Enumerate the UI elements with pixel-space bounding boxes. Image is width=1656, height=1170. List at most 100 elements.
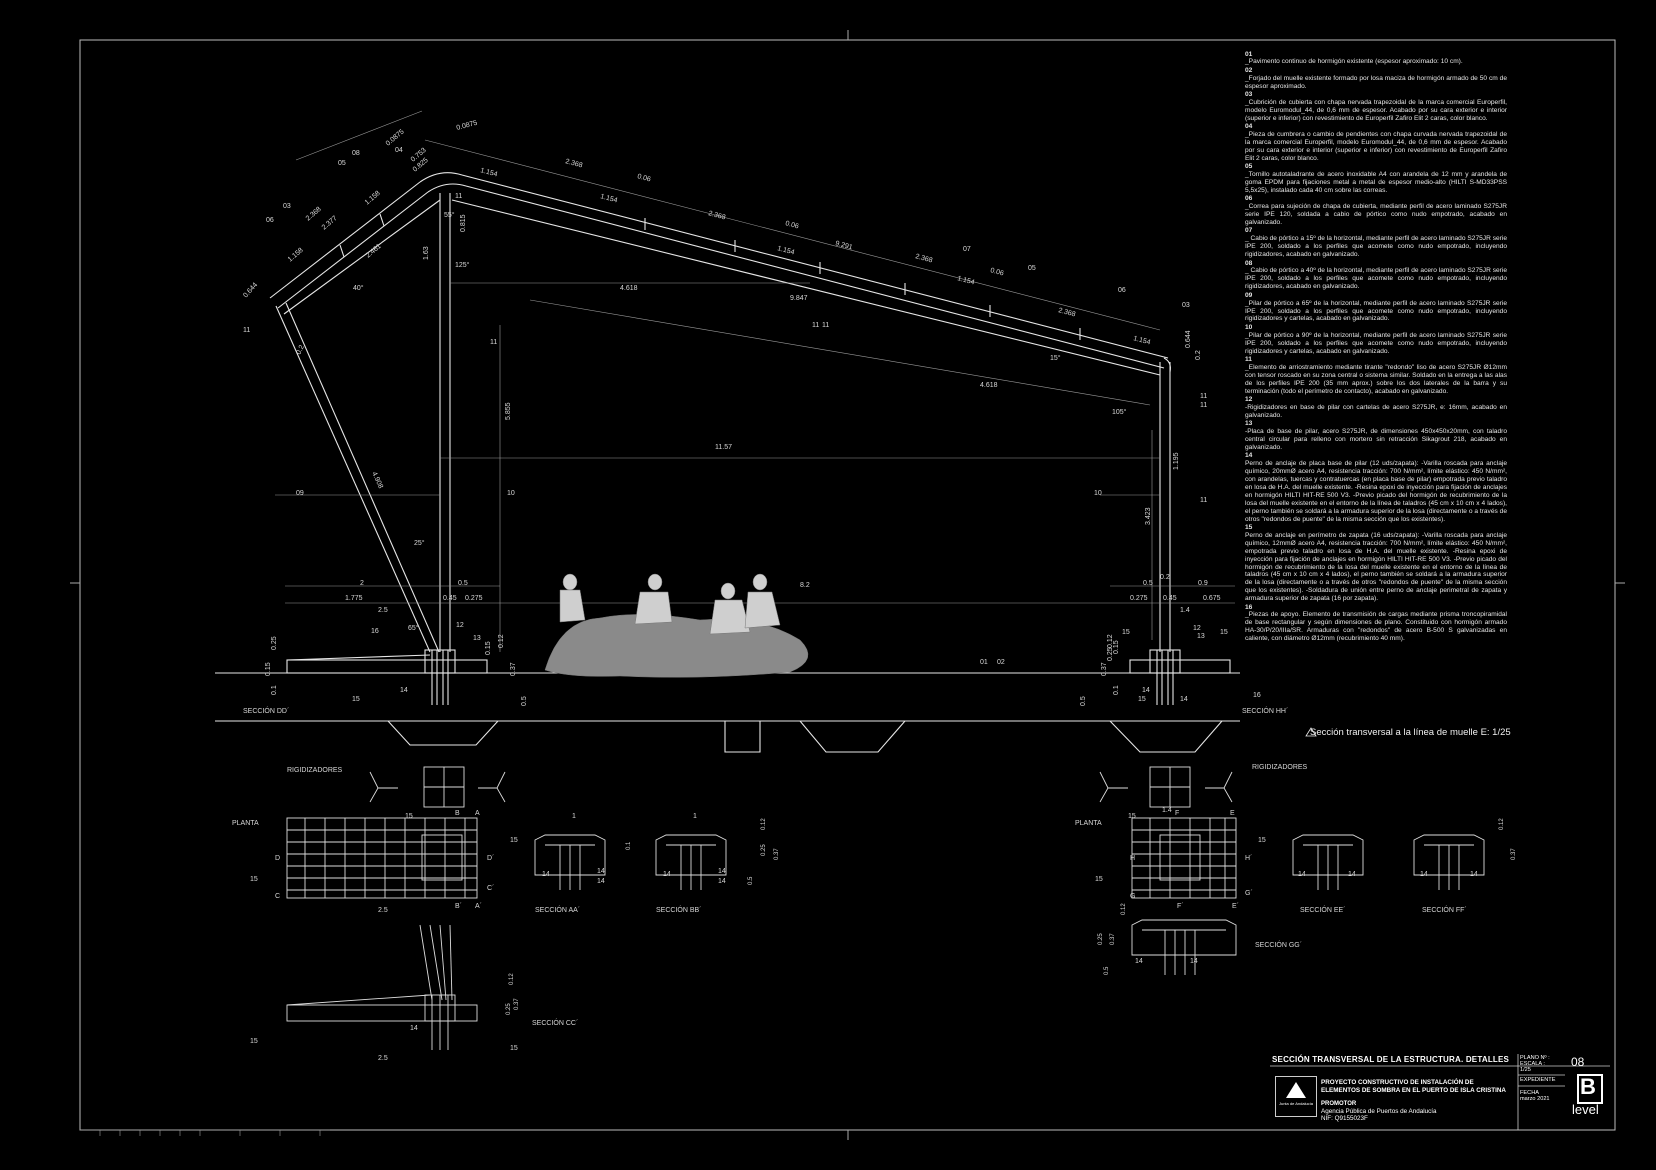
- note-number: 07: [1245, 227, 1253, 235]
- grid-letter: H: [1130, 855, 1135, 862]
- callout-number: 06: [1118, 287, 1126, 294]
- callout-number: 14: [718, 868, 726, 875]
- callout-number: 12: [456, 622, 464, 629]
- dimension-label: 1.4: [1180, 607, 1190, 614]
- dimension-label: 1.775: [345, 595, 363, 602]
- dimension-label: 0.06: [636, 173, 651, 183]
- callout-number: 14: [1190, 958, 1198, 965]
- note-text: _Tornillo autotaladrante de acero inoxid…: [1245, 171, 1507, 194]
- callout-number: 01: [980, 659, 988, 666]
- dimension-label: 0.5: [748, 876, 754, 885]
- callout-number: 06: [266, 217, 274, 224]
- grid-letter: A: [475, 810, 480, 817]
- dimension-label: 0.5: [1104, 966, 1110, 975]
- dimension-label: 0.37: [1101, 662, 1108, 676]
- angle-label: 65°: [408, 624, 419, 632]
- dimension-label: 0.0875: [385, 128, 406, 147]
- callout-number: 11: [1200, 497, 1207, 504]
- note-text: _Correa para sujeción de chapa de cubier…: [1245, 203, 1507, 227]
- callout-number: 11: [455, 193, 462, 200]
- plano-label: PLANO Nº :: [1520, 1055, 1550, 1061]
- callout-number: 11: [243, 327, 250, 334]
- dimension-label: 2.461: [365, 243, 383, 260]
- dimension-label: 2.5: [378, 607, 388, 614]
- grid-letter: C´: [487, 885, 494, 892]
- dimension-label: 1.158: [364, 190, 382, 207]
- dimension-label: 0.15: [1113, 640, 1120, 654]
- dimension-label: 1.154: [956, 275, 975, 286]
- dimension-label: 1: [693, 813, 697, 820]
- dimension-label: 0.275: [465, 595, 483, 602]
- angle-label: 25°: [414, 539, 425, 547]
- section-hh-label: SECCIÓN HH´: [1242, 706, 1288, 715]
- dimension-label: 0.5: [1143, 580, 1153, 587]
- note-text: Perno de anclaje en perímetro de zapata …: [1245, 531, 1507, 603]
- angle-label: 105°: [1112, 408, 1127, 416]
- rigidizadores-label: RIGIDIZADORES: [287, 767, 343, 774]
- note-number: 03: [1245, 91, 1253, 99]
- callout-number: 14: [1470, 871, 1478, 878]
- callout-number: 15: [250, 876, 258, 883]
- note-text: _ Cabio de pórtico a 40º de la horizonta…: [1245, 267, 1507, 291]
- expediente-label: EXPEDIENTE: [1520, 1077, 1556, 1083]
- dimension-label: 8.2: [800, 582, 810, 589]
- note-text: _Elemento de arriostramiento mediante ti…: [1245, 363, 1507, 395]
- callout-number: 11: [822, 322, 829, 329]
- dimension-label: 0.06: [989, 267, 1004, 277]
- note-text: _Piezas de apoyo. Elemento de transmisió…: [1245, 611, 1507, 643]
- dimension-label: 0.1: [271, 685, 278, 695]
- dimension-label: 1.154: [776, 245, 795, 256]
- rigidizadores-label: RIGIDIZADORES: [1252, 764, 1308, 771]
- dimension-label: 5.855: [505, 402, 512, 420]
- note-text: _Cubrición de cubierta con chapa nervada…: [1245, 98, 1507, 122]
- callout-number: 11: [490, 339, 497, 346]
- callout-number: 14: [542, 871, 550, 878]
- grid-letter: G´: [1245, 890, 1253, 897]
- section-ee-label: SECCIÓN EE´: [1300, 905, 1346, 914]
- angle-label: 40°: [353, 284, 364, 292]
- grid-letter: E´: [1232, 903, 1239, 910]
- note-number: 16: [1245, 603, 1253, 611]
- dimension-label: 1.154: [599, 193, 618, 204]
- section-aa-label: SECCIÓN AA´: [535, 905, 580, 914]
- angle-label: 125°: [455, 261, 470, 269]
- title-block-frame: [1270, 1054, 1610, 1130]
- section-ff-label: SECCIÓN FF´: [1422, 905, 1467, 914]
- section-cc-label: SECCIÓN CC´: [532, 1018, 578, 1027]
- bottom-scale: [80, 1129, 330, 1136]
- dimension-label: 2.368: [305, 206, 323, 223]
- dimension-label: 0.0875: [456, 120, 479, 132]
- grid-letter: F´: [1177, 903, 1184, 910]
- dimension-label: 2: [360, 580, 364, 587]
- dimension-label: 1: [572, 813, 576, 820]
- dimension-label: 2.368: [707, 210, 726, 221]
- grid-letter: D´: [487, 855, 494, 862]
- callout-number: 15: [1138, 696, 1146, 703]
- dimension-label: 2.368: [1057, 307, 1076, 318]
- dimension-label: 0.12: [498, 634, 505, 648]
- grid-letter: B´: [455, 903, 462, 910]
- grid-letter: G: [1130, 893, 1135, 900]
- grid-letter: D: [275, 855, 280, 862]
- dimension-label: 0.25: [761, 844, 767, 856]
- dimension-label: 1.154: [479, 167, 498, 178]
- dimension-label: 0.12: [1121, 903, 1127, 915]
- dimension-label: 0.5: [1080, 696, 1087, 706]
- callout-number: 05: [338, 160, 346, 167]
- fecha-value: marzo 2021: [1520, 1096, 1550, 1102]
- detail-right: [1099, 766, 1485, 975]
- note-text: -Placa de base de pilar, acero S275JR, d…: [1245, 428, 1507, 451]
- dimension-label: 1.158: [287, 247, 305, 264]
- dimension-label: 0.1: [1113, 685, 1120, 695]
- dimension-label: 2.5: [378, 1055, 388, 1062]
- dimension-label: 0.5: [458, 580, 468, 587]
- dimension-label: 4.908: [370, 471, 384, 490]
- callout-number: 14: [1348, 871, 1356, 878]
- note-text: Perno de anclaje de placa base de pilar …: [1245, 460, 1507, 523]
- dimension-label: 0.37: [1110, 933, 1116, 945]
- grid-letter: E: [1230, 810, 1235, 817]
- callout-number: 15: [510, 1045, 518, 1052]
- note-text: _Pavimento continuo de hormigón existent…: [1245, 58, 1463, 66]
- dimension-label: 4.618: [620, 285, 638, 292]
- promotor-nif: NIF: Q9155023F: [1321, 1115, 1368, 1122]
